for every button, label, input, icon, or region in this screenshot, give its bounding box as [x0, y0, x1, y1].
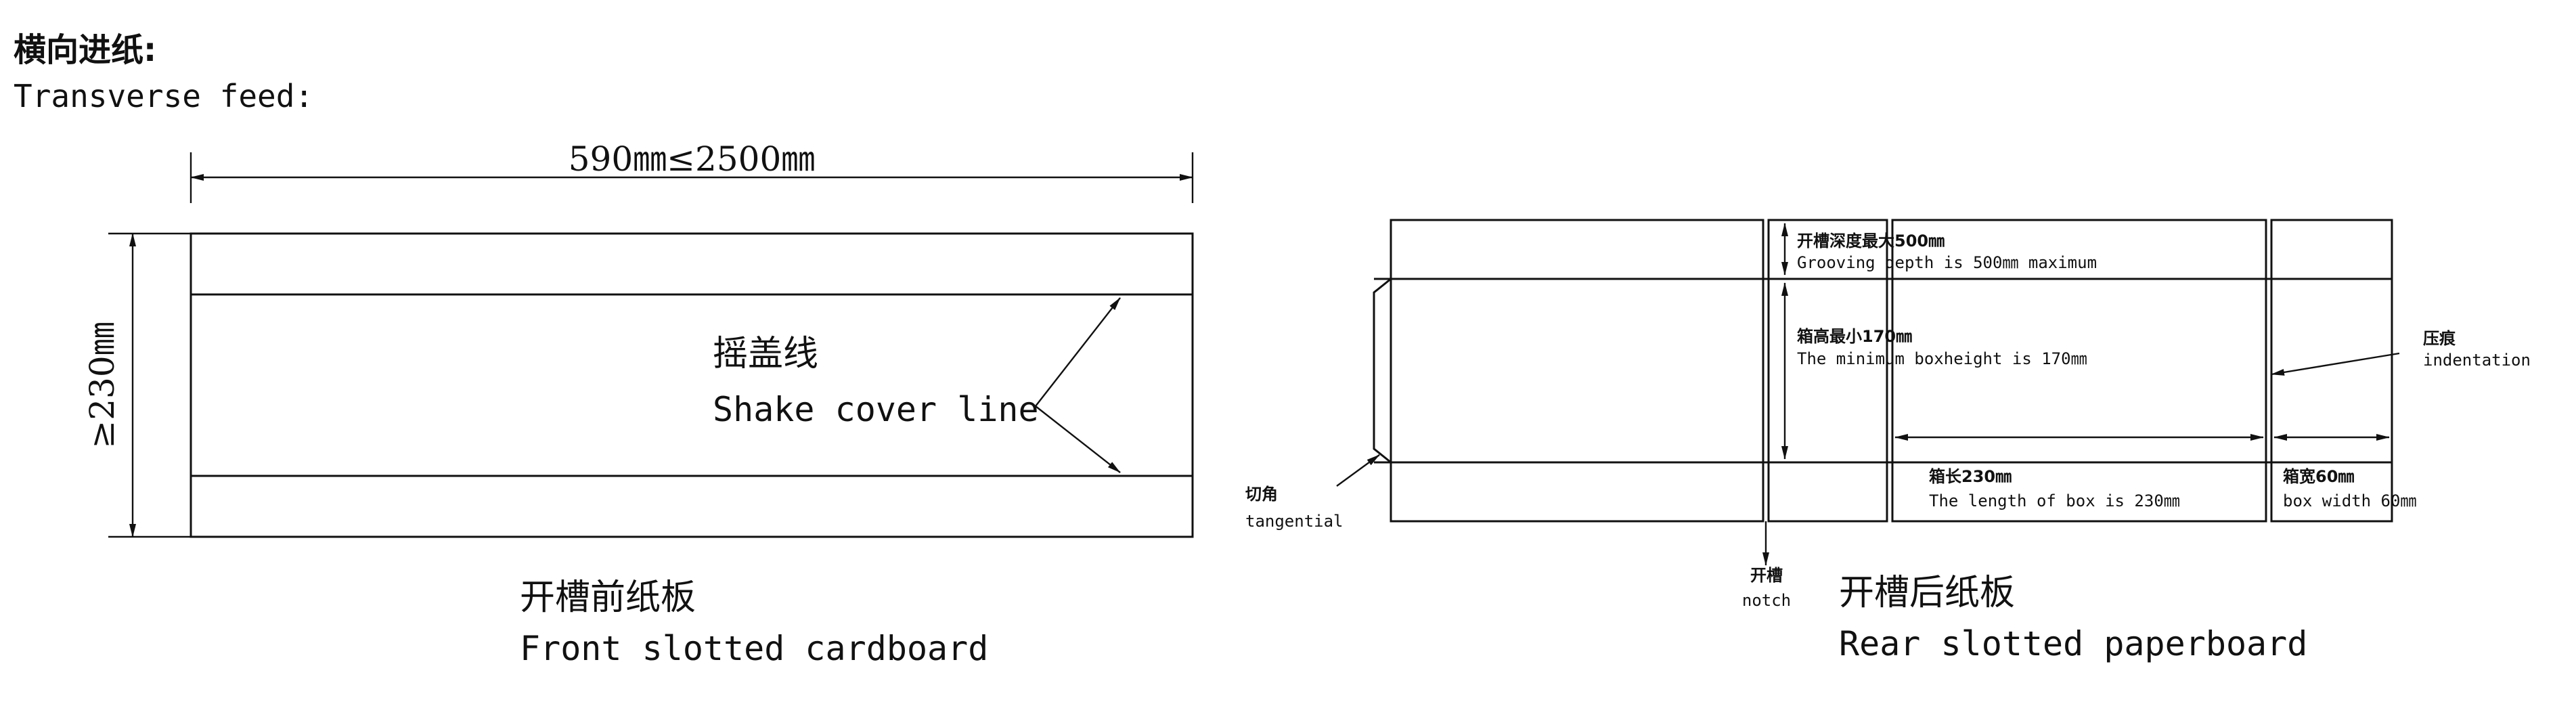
rear-panel-2 — [1767, 219, 1888, 523]
groove-depth-en: Grooving depth is 500㎜ maximum — [1797, 253, 2097, 272]
rear-paperboard-drawing: 开槽深度最大500㎜ Grooving depth is 500㎜ maximu… — [1245, 219, 2531, 663]
front-height-dimension: ≥230㎜ — [83, 322, 122, 448]
rear-glue-flap — [1373, 278, 1392, 464]
front-caption-en: Front slotted cardboard — [520, 629, 988, 668]
box-width-cn: 箱宽60㎜ — [2283, 467, 2354, 486]
indentation-leader — [2271, 352, 2400, 376]
cover-line-label-en: Shake cover line — [713, 390, 1039, 429]
tangential-leader — [1336, 454, 1380, 487]
header-title-cn: 横向进纸: — [14, 31, 156, 69]
box-length-en: The length of box is 230㎜ — [1929, 491, 2180, 510]
cover-line-leader-top — [1035, 297, 1121, 407]
groove-depth-cn: 开槽深度最大500㎜ — [1797, 232, 1945, 250]
box-height-en: The minimum boxheight is 170㎜ — [1797, 349, 2087, 368]
box-width-en: box width 60㎜ — [2283, 491, 2416, 510]
notch-cn: 开槽 — [1750, 566, 1783, 585]
rear-panel-3 — [1891, 219, 2267, 523]
tangential-cn: 切角 — [1245, 485, 1278, 504]
rear-panel-1 — [1390, 219, 1764, 523]
front-caption-cn: 开槽前纸板 — [520, 577, 696, 618]
box-height-cn: 箱高最小170㎜ — [1797, 327, 1912, 346]
cover-line-label-cn: 摇盖线 — [713, 334, 818, 374]
indentation-en: indentation — [2423, 351, 2531, 370]
rear-caption-en: Rear slotted paperboard — [1839, 624, 2307, 663]
tangential-en: tangential — [1245, 512, 1343, 531]
notch-en: notch — [1742, 591, 1791, 610]
front-board — [190, 232, 1194, 538]
indentation-cn: 压痕 — [2423, 329, 2456, 348]
cover-line-leader-bottom — [1035, 405, 1121, 473]
rear-caption-cn: 开槽后纸板 — [1839, 573, 2015, 613]
front-cardboard-drawing: 590㎜≤2500㎜ ≥230㎜ 摇盖线 Shake cover line 开槽… — [83, 139, 1194, 668]
header-title-en: Transverse feed: — [14, 78, 313, 114]
box-length-cn: 箱长230㎜ — [1929, 467, 2012, 486]
front-width-dimension: 590㎜≤2500㎜ — [569, 139, 816, 179]
